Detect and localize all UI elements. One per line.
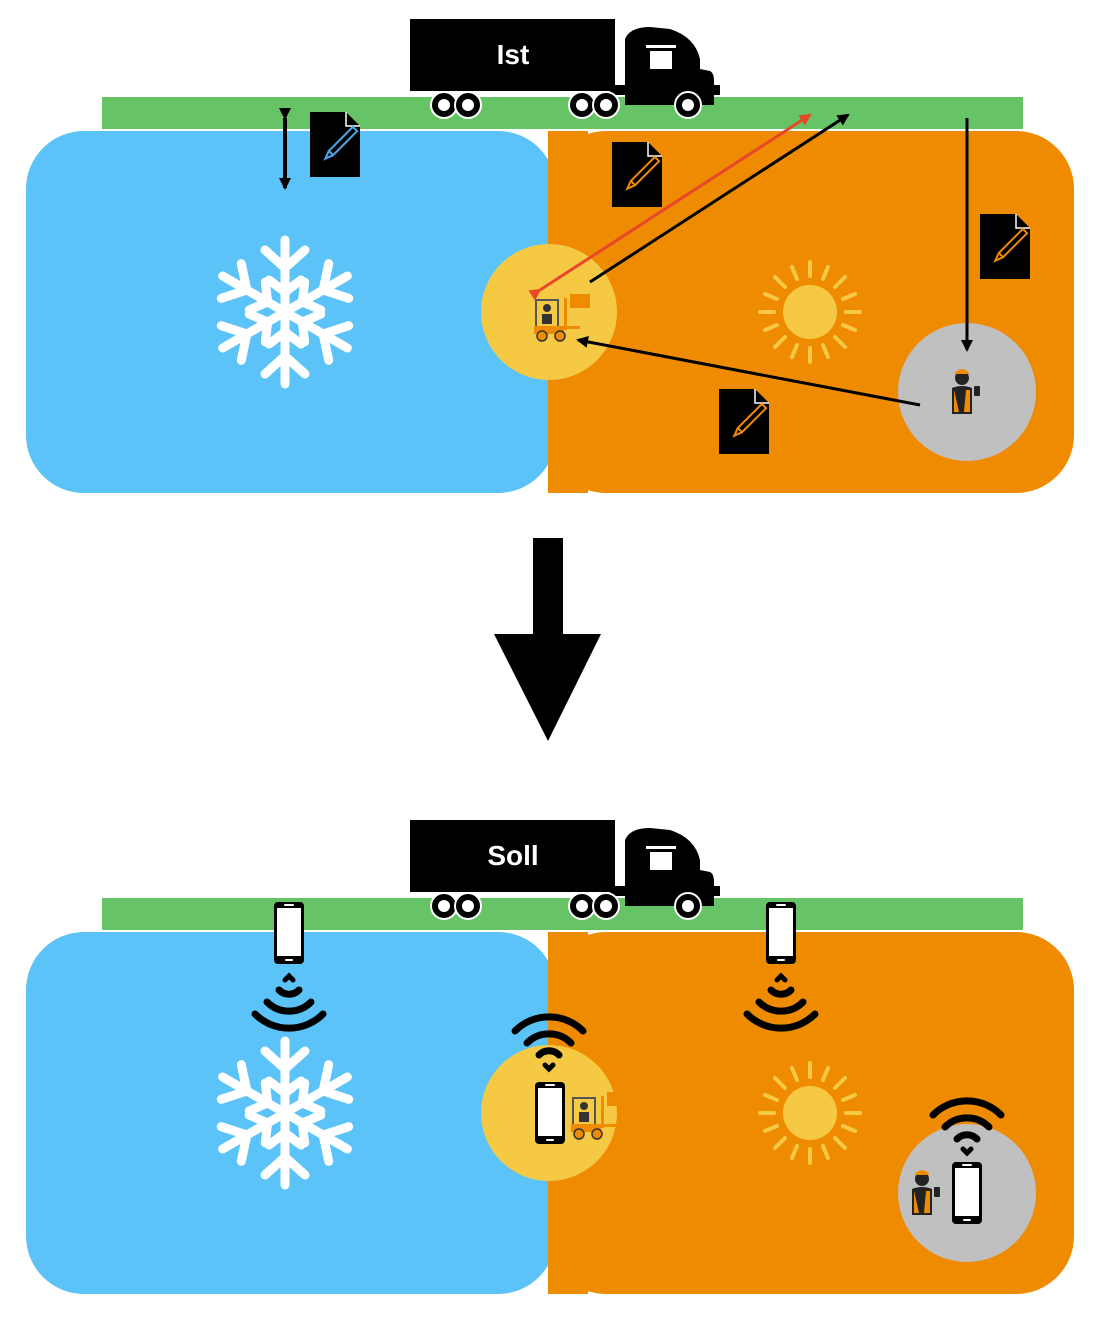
document-pencil-icon [718,388,770,455]
sun-icon [758,1061,862,1165]
arrow-forklift-to-road [589,113,850,284]
document-pencil-icon [979,213,1031,280]
truck-icon: Ist [409,18,721,119]
soll-section: Soll [26,819,1074,1294]
road-strip [102,97,1023,129]
sun-icon [758,260,862,364]
smartphone-icon [952,1162,982,1224]
ist-section: Ist [26,18,1074,493]
down-arrow-icon [494,538,601,741]
smartphone-icon [535,1082,565,1144]
smartphone-icon [766,902,796,964]
truck-label-soll: Soll [487,840,538,871]
document-pencil-icon [611,141,663,208]
forklift-station [481,244,617,380]
smartphone-icon [274,902,304,964]
red-arrow-forklift-to-road [528,113,812,301]
truck-label-ist: Ist [497,39,530,70]
road-strip [102,898,1023,930]
arrow-worker-to-forklift [576,335,921,407]
truck-icon: Soll [409,819,721,920]
document-pencil-icon [309,111,361,178]
